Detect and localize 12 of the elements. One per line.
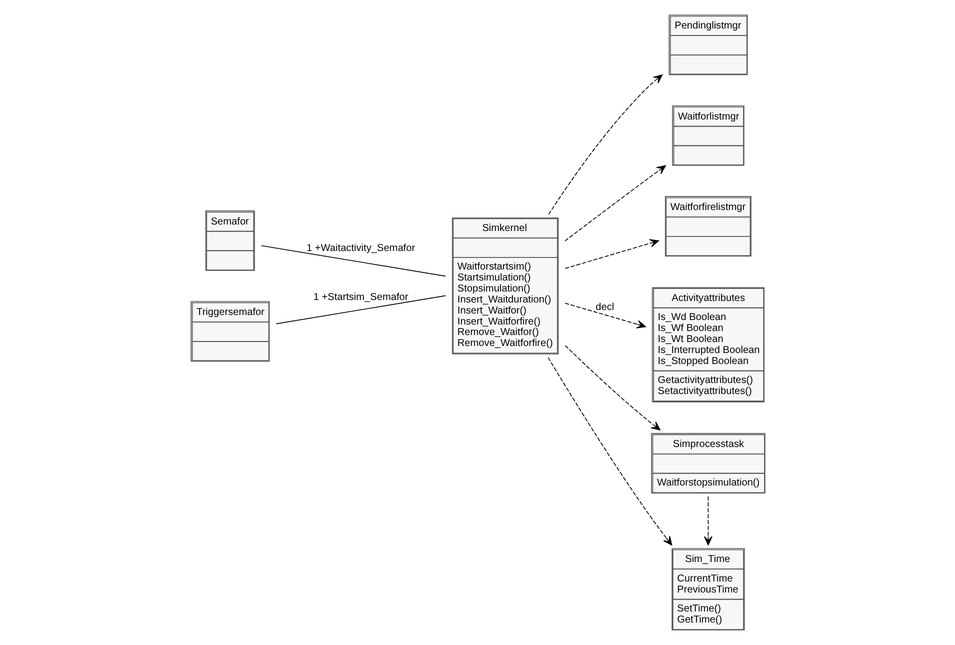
arrow <box>547 357 672 546</box>
edge-label: 1 +Startsim_Semafor <box>312 292 408 303</box>
arrow <box>564 302 646 328</box>
arrow <box>548 74 662 215</box>
arrow <box>564 239 658 269</box>
connector <box>275 295 446 324</box>
connector <box>260 245 446 277</box>
edge-label: 1 +Waitactivity_Semafor <box>306 243 415 254</box>
arrow <box>704 496 712 546</box>
edge-label: decl <box>595 302 614 313</box>
arrow <box>564 165 666 242</box>
arrow <box>564 345 660 430</box>
